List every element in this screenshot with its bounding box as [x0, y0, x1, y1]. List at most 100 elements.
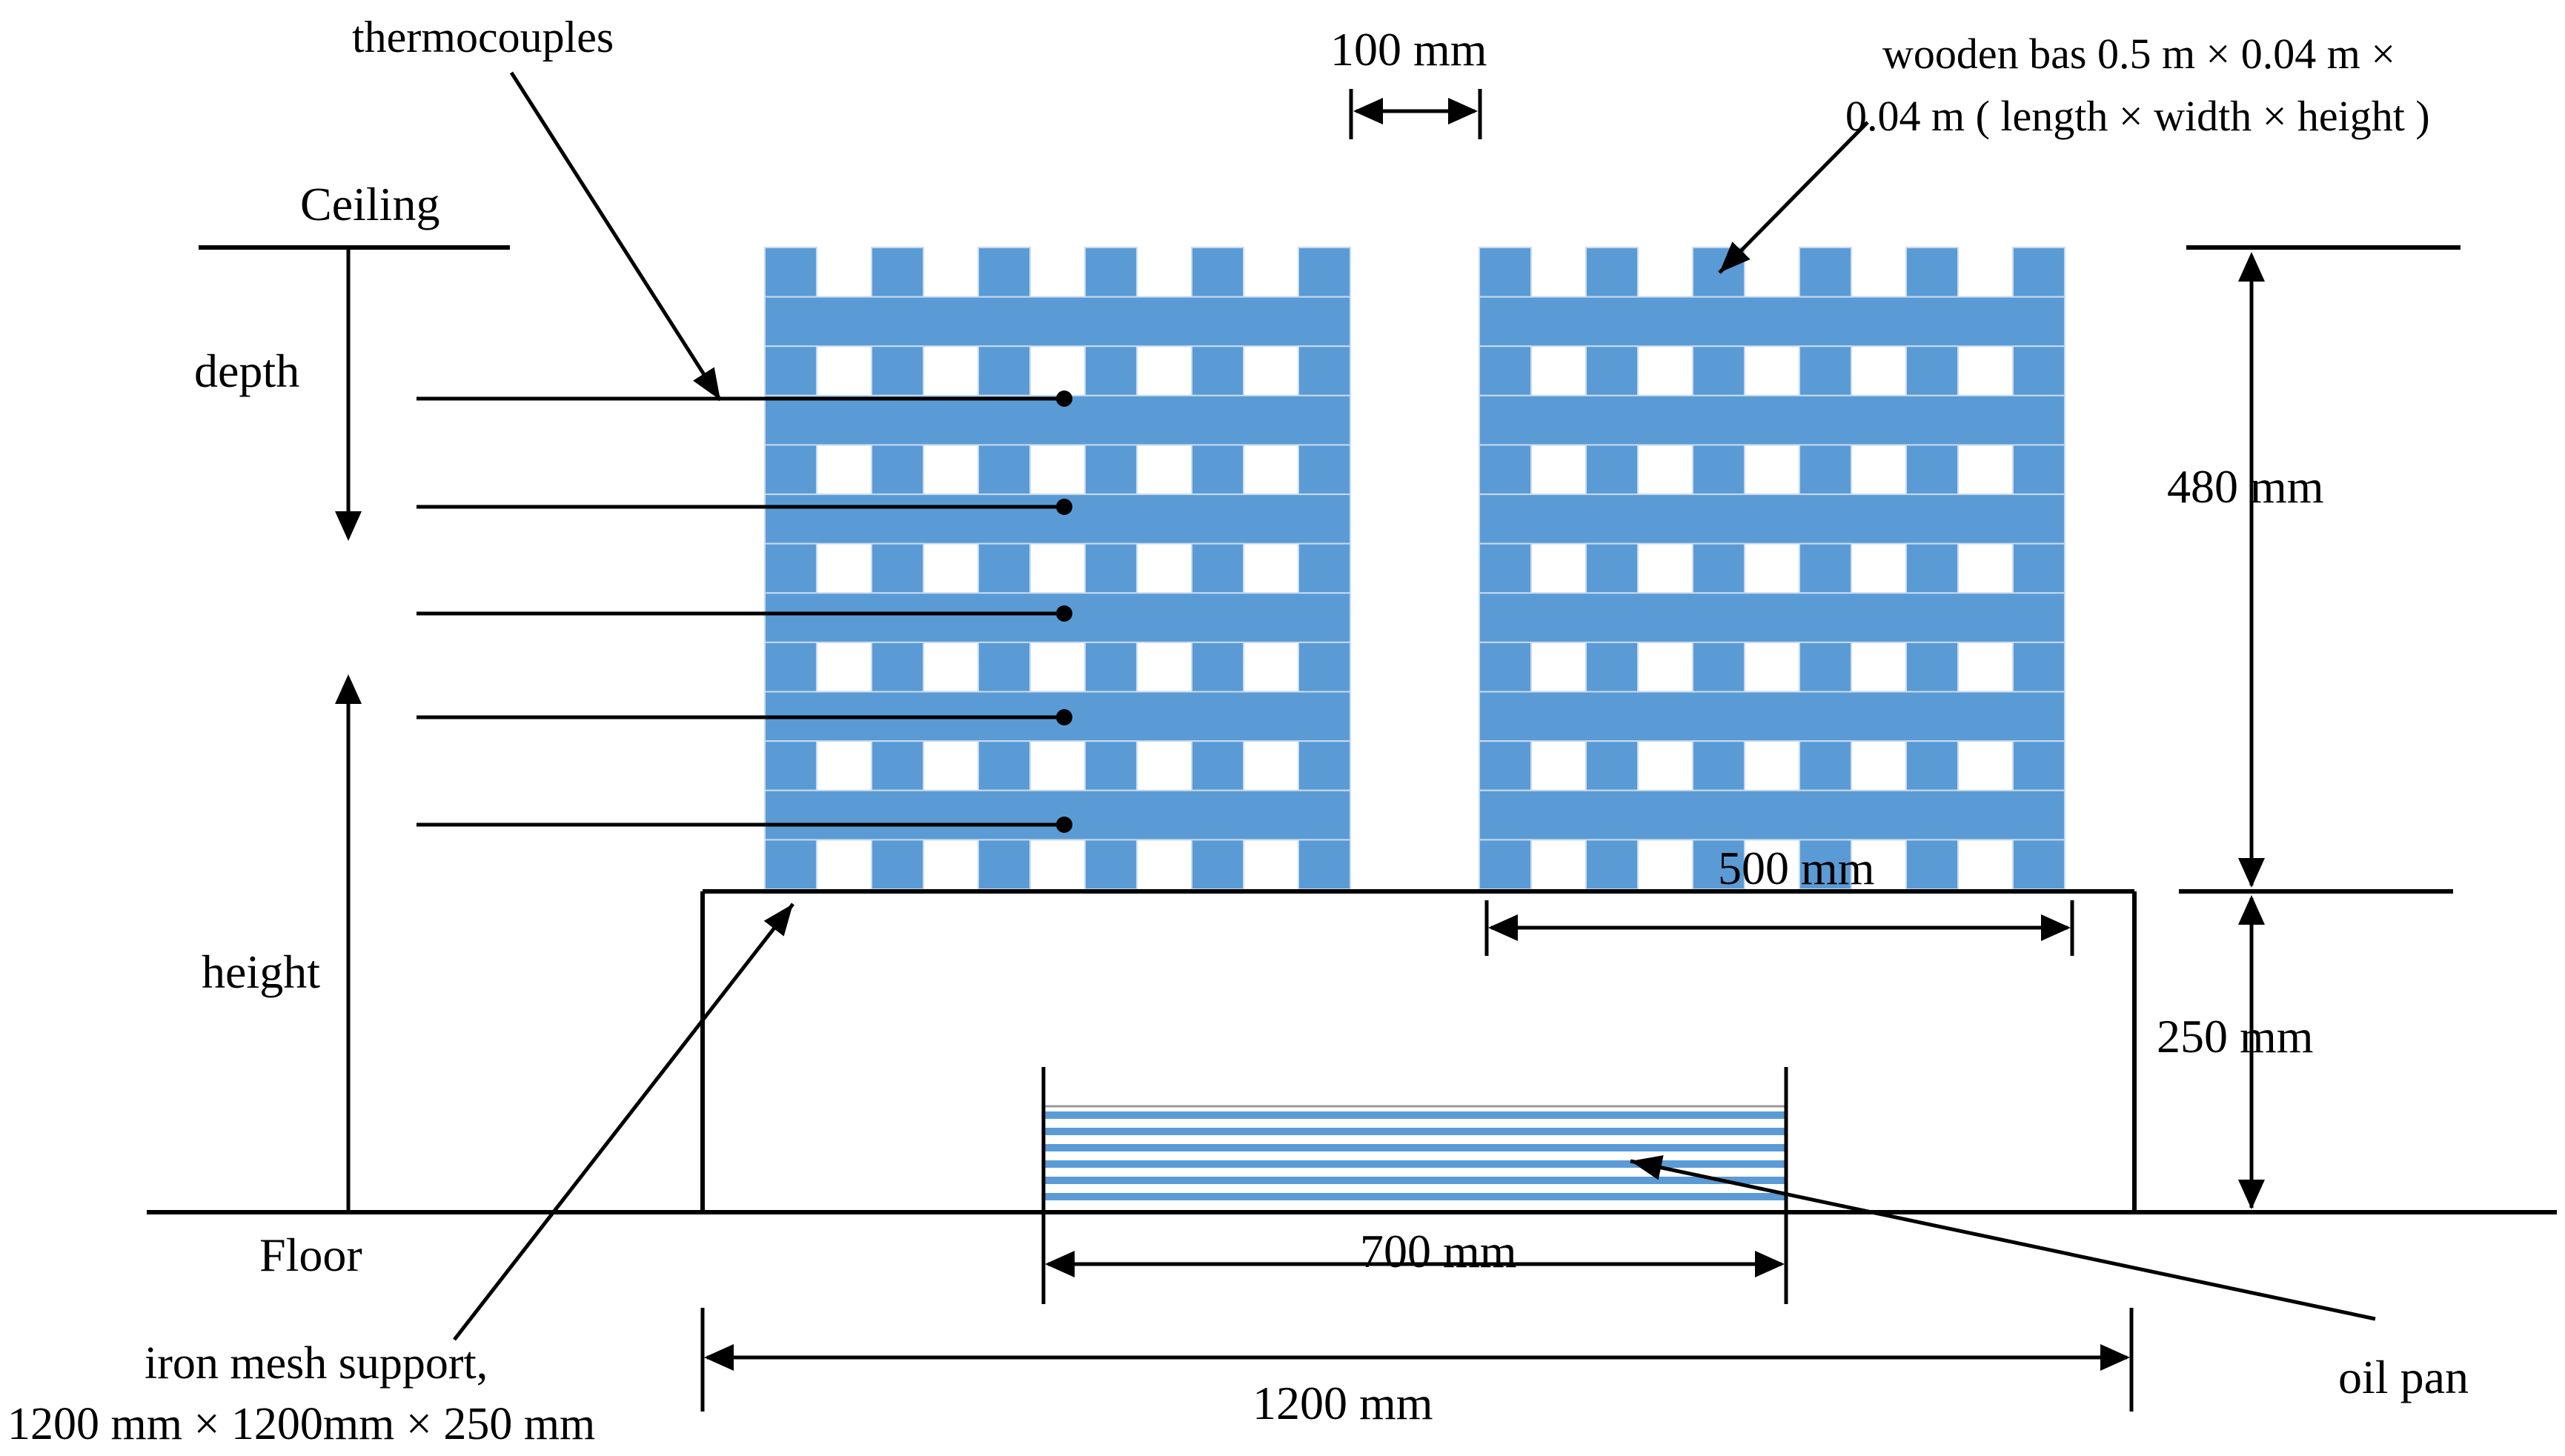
wood-bar-end — [764, 740, 817, 791]
wood-bar-end — [1479, 345, 1532, 396]
wood-bar-end — [1799, 247, 1852, 298]
thermocouples-leader-head — [693, 367, 720, 400]
wood-bar-end — [1191, 345, 1244, 396]
wood-bar-end — [978, 542, 1031, 594]
wood-bar-end — [1084, 839, 1138, 891]
wood-bar-end — [1585, 641, 1639, 693]
arrowhead — [1045, 1251, 1075, 1277]
wood-bar-side — [1479, 789, 2065, 841]
wood-bar-end — [1905, 247, 1959, 298]
wood-bar-end — [2012, 247, 2065, 298]
oil-layer — [1045, 1128, 1785, 1135]
dimension-lines — [700, 89, 2265, 1412]
oil-pan-leader-head — [1630, 1155, 1664, 1180]
arrowhead — [1488, 914, 1518, 941]
wood-bar-end — [2012, 542, 2065, 594]
wood-bar-end — [1692, 345, 1745, 396]
wood-bar-end — [871, 345, 924, 396]
wood-bar-end — [1585, 542, 1639, 594]
mesh-spec-line2: 1200 mm × 1200mm × 250 mm — [7, 1399, 595, 1449]
oil-layer — [1045, 1160, 1785, 1168]
wood-bar-end — [2012, 839, 2065, 891]
wood-bar-end — [1479, 641, 1532, 693]
wood-bar-side — [1479, 296, 2065, 348]
wood-bar-end — [871, 641, 924, 693]
wood-bar-end — [978, 444, 1031, 496]
arrowhead — [1448, 98, 1478, 124]
wood-bar-end — [2012, 444, 2065, 496]
left-wood-crib — [764, 247, 1351, 891]
wood-bar-end — [978, 839, 1031, 891]
wood-bar-end — [871, 444, 924, 496]
thermocouple-lines — [417, 390, 1072, 833]
arrowhead — [2100, 1344, 2130, 1371]
wood-bar-end — [764, 542, 817, 594]
wood-bar-end — [1084, 345, 1138, 396]
wood-bar-side — [1479, 394, 2065, 446]
wood-bar-end — [1084, 740, 1138, 791]
wood-bar-end — [1585, 444, 1639, 496]
wood-bar-end — [1479, 740, 1532, 791]
right-wood-crib — [1479, 247, 2065, 891]
wood-bar-end — [1298, 641, 1351, 693]
wood-bar-end — [1191, 641, 1244, 693]
wood-bar-side — [764, 493, 1351, 545]
wood-bar-end — [2012, 345, 2065, 396]
wood-bar-end — [1298, 345, 1351, 396]
wood-bar-end — [978, 247, 1031, 298]
wood-bar-end — [871, 542, 924, 594]
wood-bar-end — [1191, 247, 1244, 298]
mesh-support-leader — [453, 902, 794, 1341]
wood-bar-end — [1585, 345, 1639, 396]
wood-bar-end — [1585, 247, 1639, 298]
wood-spec-leader-head — [1719, 242, 1751, 273]
wood-spec-line1: wooden bas 0.5 m × 0.04 m × — [1882, 30, 2395, 78]
depth-arrowhead — [335, 511, 362, 541]
arrowhead — [2238, 858, 2265, 888]
thermocouples-leader — [509, 71, 723, 402]
wood-bar-end — [1585, 740, 1639, 791]
oil-pan-leader — [1630, 1159, 2376, 1321]
wood-bar-end — [2012, 740, 2065, 791]
wood-bar-end — [1479, 542, 1532, 594]
wood-bar-side — [1479, 691, 2065, 742]
wood-bar-side — [764, 296, 1351, 348]
wood-bar-end — [1479, 839, 1532, 891]
wood-bar-end — [764, 247, 817, 298]
wood-bar-end — [1905, 542, 1959, 594]
wood-bar-end — [1799, 740, 1852, 791]
support-height-label: 250 mm — [2157, 1010, 2314, 1063]
wood-bar-end — [1084, 444, 1138, 496]
wood-bar-end — [1905, 740, 1959, 791]
pan-width-label: 700 mm — [1360, 1225, 1517, 1277]
mesh-support-leader-head — [763, 904, 793, 937]
wood-bar-end — [1799, 839, 1852, 891]
depth-label: depth — [194, 345, 299, 397]
thermocouple-point — [1056, 817, 1072, 833]
wood-bar-end — [1692, 740, 1745, 791]
wood-bar-end — [1799, 345, 1852, 396]
arrowhead — [704, 1344, 734, 1371]
wood-bar-end — [1084, 247, 1138, 298]
oil-layer — [1045, 1177, 1785, 1184]
wood-bar-end — [1191, 542, 1244, 594]
mesh-spec-line1: iron mesh support, — [145, 1338, 488, 1389]
arrowhead — [1755, 1251, 1785, 1277]
wood-bar-end — [1084, 542, 1138, 594]
wood-bar-end — [1084, 641, 1138, 693]
wood-bar-side — [1479, 493, 2065, 545]
wood-bar-end — [1479, 247, 1532, 298]
oil-layer — [1045, 1193, 1785, 1200]
wood-bar-side — [764, 789, 1351, 841]
wood-bar-end — [978, 641, 1031, 693]
wood-bar-end — [1479, 444, 1532, 496]
ceiling-label: Ceiling — [300, 178, 439, 230]
wood-bar-end — [764, 839, 817, 891]
wood-bar-end — [1191, 740, 1244, 791]
arrowhead — [1353, 98, 1383, 124]
arrowhead — [2238, 252, 2265, 282]
wood-bar-end — [1191, 444, 1244, 496]
wood-spec-line2: 0.04 m ( length × width × height ) — [1845, 92, 2430, 140]
arrowhead — [2238, 1180, 2265, 1209]
